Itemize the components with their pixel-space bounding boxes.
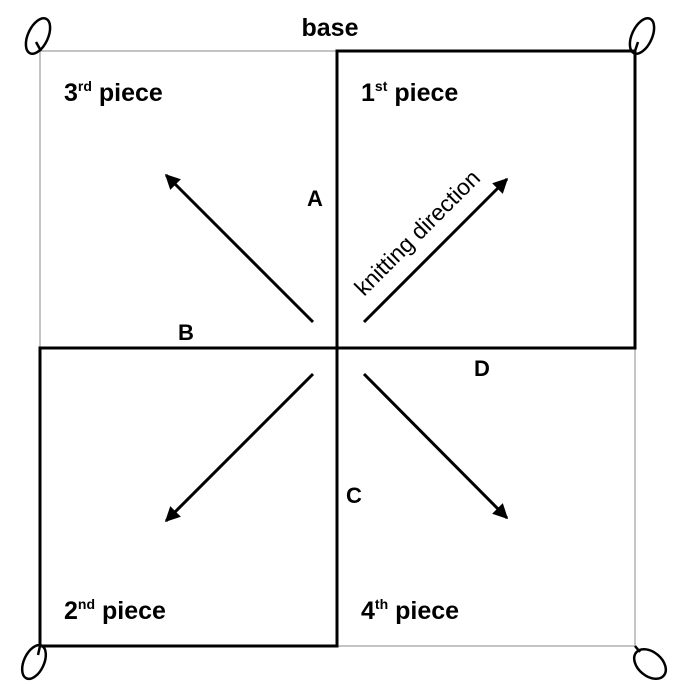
- second-piece-word: piece: [102, 597, 166, 625]
- knitting-direction-label: knitting direction: [349, 165, 485, 301]
- second-piece-number: 2: [64, 597, 78, 625]
- first-piece-word: piece: [394, 79, 458, 107]
- arrow-third-piece: [164, 173, 315, 324]
- base-label: base: [302, 14, 359, 42]
- fourth-piece-word: piece: [395, 597, 459, 625]
- arrow-second-piece: [164, 372, 315, 523]
- fourth-piece-number: 4: [361, 597, 375, 625]
- edge-label-a: A: [307, 186, 323, 211]
- corner-loop-bottom-left: [20, 643, 48, 681]
- corner-loop-bottom-right: [632, 645, 668, 681]
- third-piece-number: 3: [64, 79, 78, 107]
- edge-label-c: C: [346, 483, 362, 508]
- second-piece-suffix: nd: [78, 596, 95, 612]
- third-piece-word: piece: [99, 79, 163, 107]
- first-piece-number: 1: [361, 79, 375, 107]
- edge-label-b: B: [178, 320, 194, 345]
- arrow-fourth-piece: [362, 372, 509, 520]
- fourth-piece-suffix: th: [375, 596, 388, 612]
- first-piece-suffix: st: [375, 78, 388, 94]
- first-piece-square: [335, 49, 637, 350]
- corner-loop-top-right: [628, 17, 656, 55]
- arrow-first-piece: [362, 177, 509, 324]
- third-piece-suffix: rd: [78, 78, 92, 94]
- corner-loop-top-left: [24, 17, 52, 55]
- second-piece-square: [38, 346, 339, 648]
- edge-label-d: D: [474, 356, 490, 381]
